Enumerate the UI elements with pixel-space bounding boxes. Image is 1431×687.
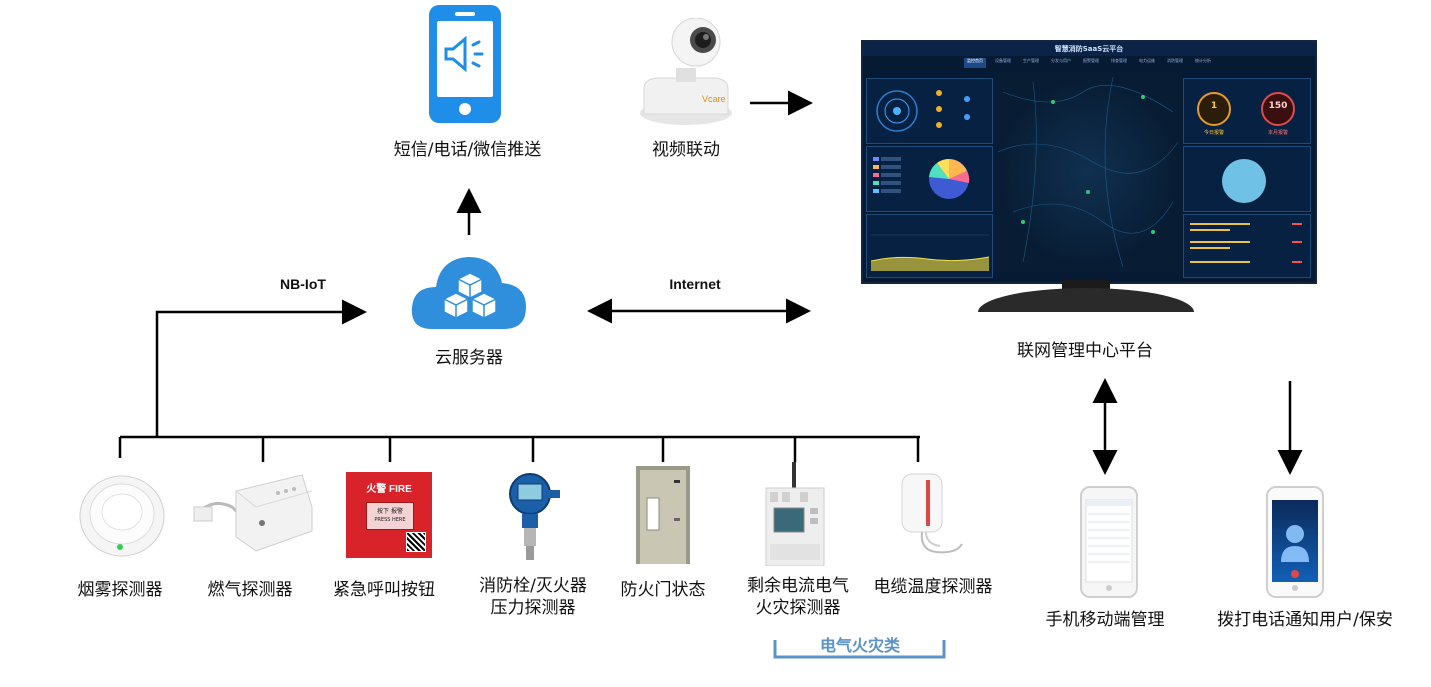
residual-label-line2: 火灾探测器 — [755, 598, 841, 618]
camera-icon: Vcare — [636, 17, 736, 126]
smartphone-icon — [429, 5, 501, 123]
sms-label: 短信/电话/微信推送 — [393, 140, 542, 160]
camera-brand: Vcare — [702, 94, 726, 104]
alarm-button-header: 火警 FIRE — [366, 484, 412, 495]
residual-label: 剩余电流电气 火灾探测器 — [736, 575, 860, 619]
smoke-label: 烟雾探测器 — [77, 580, 163, 600]
mobile-phone-icon — [1080, 486, 1138, 598]
gauge-month-label: 本月报警 — [1267, 130, 1288, 136]
gas-detector-icon — [192, 467, 314, 559]
mobile-label: 手机移动端管理 — [1045, 610, 1165, 630]
dashboard-panel-alarms: 1 150 今日报警 本月报警 — [1183, 78, 1311, 144]
cloud-label: 云服务器 — [435, 348, 503, 368]
hydrant-label-line2: 压力探测器 — [490, 598, 576, 618]
gauge-today-label: 今日报警 — [1203, 130, 1224, 136]
cable-temp-detector-icon — [896, 470, 966, 562]
alarm-press-en: PRESS HERE — [374, 517, 406, 523]
residual-label-line1: 剩余电流电气 — [747, 576, 849, 596]
hydrant-label-line1: 消防栓/灭火器 — [479, 576, 587, 596]
electrical-group-label: 电气火灾类 — [819, 636, 900, 655]
gas-label: 燃气探测器 — [207, 580, 293, 600]
nbiot-label: NB-IoT — [280, 276, 326, 292]
emergency-button-icon: 火警 FIRE 按下 报警 PRESS HERE — [346, 472, 432, 558]
cloud-icon — [410, 245, 528, 331]
dashboard-nav-item[interactable]: 分发与用户 — [1051, 58, 1071, 63]
internet-label: Internet — [669, 276, 721, 292]
electrical-group-bracket — [773, 640, 946, 659]
call-label: 拨打电话通知用户/保安 — [1217, 610, 1393, 630]
dashboard-panel-events — [1183, 214, 1311, 278]
dashboard-panel-trend — [866, 214, 993, 278]
fire-door-icon — [636, 466, 690, 564]
dashboard-nav-item[interactable]: 排查管理 — [1111, 58, 1127, 63]
pressure-sensor-icon — [502, 470, 564, 562]
qr-code-icon — [406, 532, 426, 552]
dashboard-screen: 智慧消防SaaS云平台 监控首页 设备管理 生产管理 分发与用户 报警管理 排查… — [861, 40, 1317, 284]
dashboard-nav-item[interactable]: 统计分析 — [1195, 58, 1211, 63]
door-label: 防火门状态 — [620, 580, 706, 600]
alarm-press-text: 按下 报警 — [377, 508, 403, 515]
dashboard-nav-item[interactable]: 监控首页 — [964, 58, 986, 68]
dashboard-nav-item[interactable]: 电力运维 — [1139, 58, 1155, 63]
residual-current-detector-icon — [764, 462, 826, 567]
monitor-neck — [1062, 280, 1110, 290]
dashboard-nav-item[interactable]: 报警管理 — [1083, 58, 1099, 63]
dashboard-nav-item[interactable]: 生产管理 — [1023, 58, 1039, 63]
dashboard-nav: 监控首页 设备管理 生产管理 分发与用户 报警管理 排查管理 电力运维 消防管理… — [863, 56, 1315, 68]
nbiot-arrow — [155, 299, 367, 437]
smoke-detector-icon — [79, 472, 165, 558]
call-phone-icon — [1266, 486, 1324, 598]
button-label: 紧急呼叫按钮 — [333, 580, 435, 600]
alarm-press-panel: 按下 报警 PRESS HERE — [366, 502, 414, 530]
video-label: 视频联动 — [652, 140, 720, 160]
cable-label: 电缆温度探测器 — [873, 577, 993, 597]
dashboard-panel-pie — [1183, 146, 1311, 212]
platform-label: 联网管理中心平台 — [1017, 341, 1153, 361]
dashboard-map — [993, 72, 1183, 272]
dashboard-panel-devices — [866, 78, 993, 144]
dashboard-nav-item[interactable]: 消防管理 — [1167, 58, 1183, 63]
gauge-today-value: 1 — [1210, 101, 1218, 111]
dashboard-panel-products — [866, 146, 993, 212]
gauge-month-value: 150 — [1268, 101, 1288, 111]
dashboard-title: 智慧消防SaaS云平台 — [863, 42, 1315, 56]
dashboard-nav-item[interactable]: 设备管理 — [995, 58, 1011, 63]
hydrant-label: 消防栓/灭火器 压力探测器 — [466, 575, 600, 619]
